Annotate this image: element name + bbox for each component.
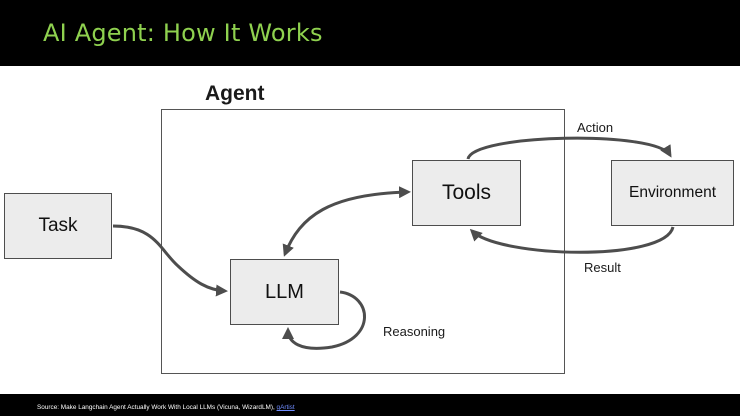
task-node: Task — [4, 193, 112, 259]
task-label: Task — [38, 215, 78, 236]
agent-label: Agent — [205, 82, 265, 105]
reasoning-label: Reasoning — [383, 324, 446, 339]
title-bar — [0, 0, 740, 66]
environment-label: Environment — [628, 184, 716, 201]
action-label: Action — [577, 120, 614, 135]
task-to-llm-arrow — [112, 224, 228, 297]
footer-bar — [0, 394, 740, 416]
result-arrow — [469, 226, 675, 254]
environment-node: Environment — [611, 160, 734, 226]
llm-label: LLM — [265, 280, 304, 303]
action-arrow — [466, 136, 672, 160]
reasoning-loop-arrow — [282, 290, 366, 350]
source-text: Source: Make Langchain Agent Actually Wo… — [37, 404, 277, 411]
source-link[interactable]: gArtist — [276, 404, 295, 411]
source-citation: Source: Make Langchain Agent Actually Wo… — [37, 404, 295, 411]
llm-tools-arrow — [282, 186, 411, 257]
slide-title: AI Agent: How It Works — [43, 19, 323, 47]
llm-node: LLM — [230, 259, 339, 325]
result-label: Result — [584, 260, 621, 275]
tools-node: Tools — [412, 160, 521, 226]
tools-label: Tools — [441, 181, 492, 204]
agent-boundary — [161, 109, 565, 374]
